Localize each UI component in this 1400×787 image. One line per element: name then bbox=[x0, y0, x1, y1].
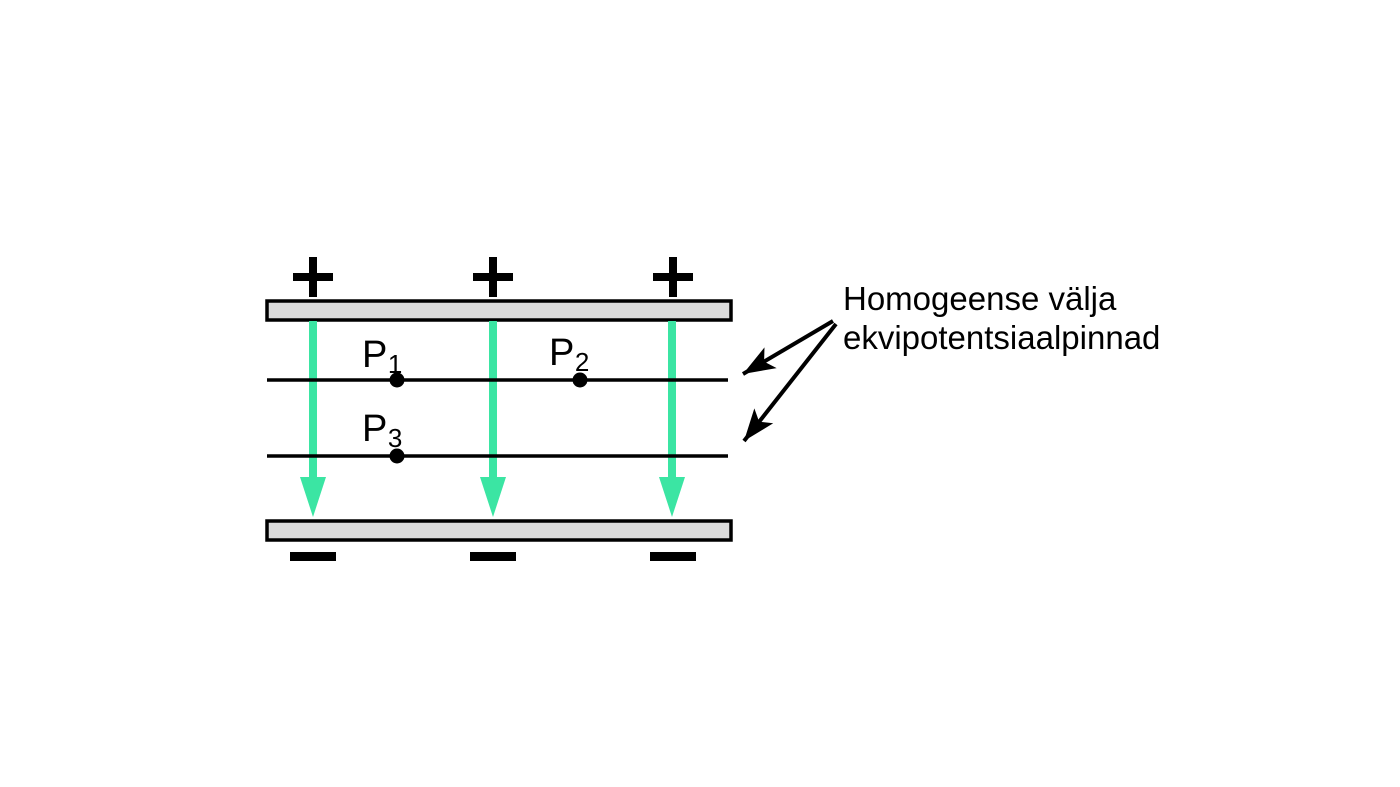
arrow-down-icon bbox=[300, 477, 326, 517]
point-label-p3: P3 bbox=[362, 408, 402, 451]
caption-arrows bbox=[741, 319, 838, 443]
point-label-subscript: 2 bbox=[574, 347, 590, 378]
plus-icon bbox=[653, 257, 693, 297]
plus-icon bbox=[473, 257, 513, 297]
caption: Homogeense välja ekvipotentsiaalpinnad bbox=[843, 279, 1160, 357]
point-dot-p2 bbox=[572, 372, 588, 388]
caption-arrow-upper bbox=[741, 319, 835, 376]
point-label-base: P bbox=[362, 408, 388, 450]
point-label-base: P bbox=[362, 334, 388, 376]
negative-charge-signs bbox=[290, 552, 696, 561]
point-label-subscript: 3 bbox=[387, 423, 403, 454]
point-label-subscript: 1 bbox=[387, 349, 403, 380]
arrow-down-icon bbox=[659, 477, 685, 517]
caption-arrow-lower bbox=[742, 322, 838, 443]
minus-icon bbox=[290, 552, 336, 561]
caption-line-1: Homogeense välja bbox=[843, 280, 1117, 317]
point-label-p2: P2 bbox=[549, 332, 589, 375]
point-label-p1: P1 bbox=[362, 334, 402, 377]
field-arrow bbox=[480, 321, 506, 517]
point-dot-p1 bbox=[389, 372, 405, 388]
minus-icon bbox=[470, 552, 516, 561]
arrow-down-icon bbox=[480, 477, 506, 517]
minus-icon bbox=[650, 552, 696, 561]
positive-charge-signs bbox=[293, 257, 693, 297]
field-arrow bbox=[659, 321, 685, 517]
plus-icon bbox=[293, 257, 333, 297]
point-dot-p3 bbox=[389, 448, 405, 464]
bottom-plate bbox=[265, 519, 733, 542]
top-plate bbox=[265, 299, 733, 322]
caption-line-2: ekvipotentsiaalpinnad bbox=[843, 319, 1161, 356]
field-arrows bbox=[300, 321, 685, 517]
field-arrow bbox=[300, 321, 326, 517]
point-label-base: P bbox=[549, 332, 575, 374]
